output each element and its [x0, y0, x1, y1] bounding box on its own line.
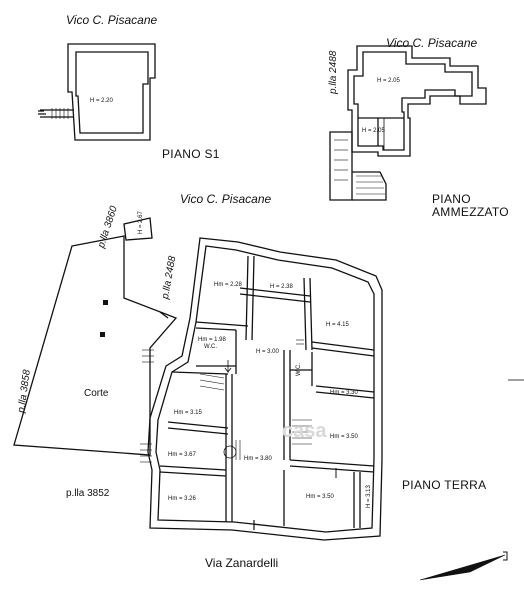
floor-label-ammezzato-line2: AMMEZZATO: [432, 205, 509, 219]
room-height-t8: Hm = 3.15: [174, 410, 202, 416]
street-label-s1: Vico C. Pisacane: [66, 13, 158, 27]
wc-label-1: W.C.: [204, 344, 217, 350]
floor-label-ammezzato: PIANO AMMEZZATO: [432, 193, 509, 219]
room-height-t7: Hm = 3.50: [330, 434, 358, 440]
room-height-mezz-a: H = 2.05: [377, 78, 400, 84]
room-height-t1: Hm = 2.28: [214, 282, 242, 288]
north-arrow-icon: [419, 551, 508, 581]
room-height-t9: Hm = 3.67: [168, 452, 196, 458]
room-height-t11: Hm = 3.26: [168, 496, 196, 502]
floor-label-terra: PIANO TERRA: [402, 478, 487, 492]
room-height-mezz-b: H = 2.05: [362, 128, 385, 134]
room-height-t10: Hm = 3.80: [244, 456, 272, 462]
street-label-ammezzato: Vico C. Pisacane: [386, 36, 478, 50]
street-label-terra: Vico C. Pisacane: [180, 192, 272, 206]
parcel-label-2488-mezz: p.lla 2488: [328, 50, 339, 94]
floor-label-s1: PIANO S1: [162, 147, 220, 161]
room-height-t6: Hm = 3.30: [330, 390, 358, 396]
room-height-t13: H = 3.13: [366, 485, 372, 508]
courtyard-label: Corte: [84, 388, 109, 399]
ammezzato-building: [329, 45, 487, 201]
s1-building: [38, 43, 156, 141]
watermark-text: casa: [282, 420, 327, 442]
room-height-t4: H = 3.00: [256, 349, 279, 355]
room-height-t3: H = 4.15: [326, 322, 349, 328]
floor-label-ammezzato-line1: PIANO: [432, 192, 471, 206]
room-height-t5: Hm = 1.98: [198, 337, 226, 343]
room-height-s1: H = 2.20: [90, 98, 113, 104]
wc-label-2: W.C.: [296, 363, 302, 376]
room-height-small-top: H = 2.67: [138, 211, 144, 234]
room-height-t2: H = 2.38: [270, 284, 293, 290]
terra-courtyard: [13, 217, 178, 463]
parcel-label-3852: p.lla 3852: [66, 488, 110, 499]
room-height-t12: Hm = 3.50: [306, 494, 334, 500]
street-label-bottom: Via Zanardelli: [205, 556, 279, 570]
terra-building: [147, 237, 383, 541]
